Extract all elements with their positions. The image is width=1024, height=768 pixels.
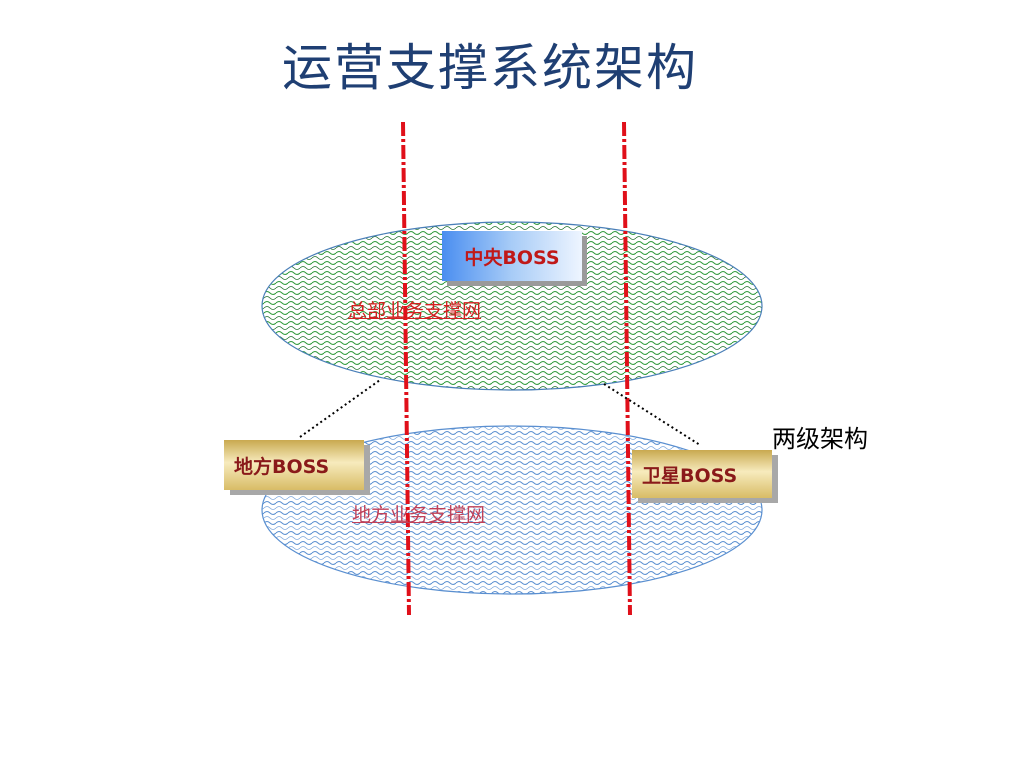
local-network-label: 地方业务支撑网 xyxy=(352,504,486,526)
hq-network-ellipse xyxy=(261,221,763,391)
hq-network-label: 总部业务支撑网 xyxy=(348,300,482,322)
connector-right xyxy=(603,383,701,446)
central-boss-box: 中央BOSS xyxy=(442,231,582,281)
satellite-boss-box: 卫星BOSS xyxy=(632,450,772,498)
connector-left xyxy=(299,379,381,438)
divider-line-right xyxy=(622,121,632,616)
local-boss-box: 地方BOSS xyxy=(224,440,364,490)
divider-line-left xyxy=(401,121,411,616)
two-level-architecture-note: 两级架构 xyxy=(772,425,868,453)
slide-title: 运营支撑系统架构 xyxy=(282,39,698,97)
